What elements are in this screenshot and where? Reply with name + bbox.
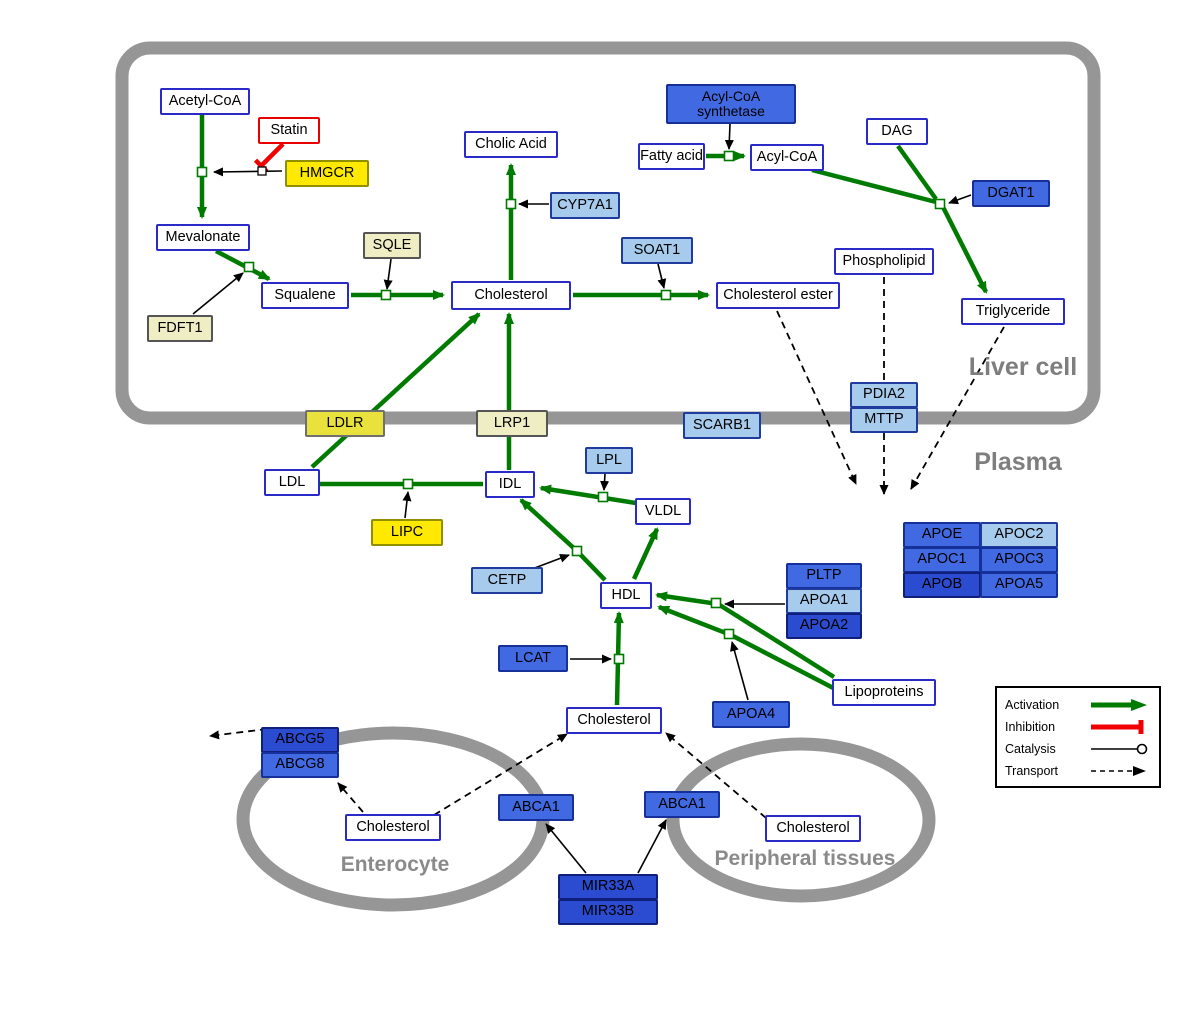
- node-lipc[interactable]: LIPC: [371, 519, 443, 546]
- node-pdia2[interactable]: PDIA2: [850, 382, 918, 408]
- node-lpl[interactable]: LPL: [585, 447, 633, 474]
- node-lrp1[interactable]: LRP1: [476, 410, 548, 437]
- node-apoc2[interactable]: APOC2: [980, 522, 1058, 548]
- node-cholesterol-liver[interactable]: Cholesterol: [451, 281, 571, 310]
- node-acyl-coa-synthetase[interactable]: Acyl-CoA synthetase: [666, 84, 796, 124]
- node-abca1-left[interactable]: ABCA1: [498, 794, 574, 821]
- node-cyp7a1[interactable]: CYP7A1: [550, 192, 620, 219]
- peripheral-tissues-membrane: [666, 737, 936, 903]
- node-cholesterol-plasma[interactable]: Cholesterol: [566, 707, 662, 734]
- node-apoa5[interactable]: APOA5: [980, 572, 1058, 598]
- node-cholic-acid[interactable]: Cholic Acid: [464, 131, 558, 158]
- node-pltp[interactable]: PLTP: [786, 563, 862, 589]
- node-cholesterol-peripheral[interactable]: Cholesterol: [765, 815, 861, 842]
- node-squalene[interactable]: Squalene: [261, 282, 349, 309]
- node-fatty-acid[interactable]: Fatty acid: [638, 143, 705, 170]
- node-scarb1[interactable]: SCARB1: [683, 412, 761, 439]
- node-acetyl-coa[interactable]: Acetyl-CoA: [160, 88, 250, 115]
- node-ldl[interactable]: LDL: [264, 469, 320, 496]
- catalysis-circle-icon: [1091, 743, 1148, 755]
- node-mir33a[interactable]: MIR33A: [558, 874, 658, 900]
- node-acyl-coa[interactable]: Acyl-CoA: [750, 144, 824, 171]
- node-apob[interactable]: APOB: [903, 572, 981, 598]
- enterocyte-label: Enterocyte: [340, 853, 450, 876]
- node-hdl[interactable]: HDL: [600, 582, 652, 609]
- node-apoa2[interactable]: APOA2: [786, 613, 862, 639]
- node-mttp[interactable]: MTTP: [850, 407, 918, 433]
- node-soat1[interactable]: SOAT1: [621, 237, 693, 264]
- catalysis-anchor-hmgcr: [257, 166, 267, 176]
- node-apoa4[interactable]: APOA4: [712, 701, 790, 728]
- node-apoc1[interactable]: APOC1: [903, 547, 981, 573]
- legend-activation-label: Activation: [1005, 698, 1060, 712]
- legend-row-inhibition: Inhibition: [1005, 716, 1151, 738]
- node-abca1-right[interactable]: ABCA1: [644, 791, 720, 818]
- node-lcat[interactable]: LCAT: [498, 645, 568, 672]
- node-lipoproteins[interactable]: Lipoproteins: [832, 679, 936, 706]
- node-apoa1[interactable]: APOA1: [786, 588, 862, 614]
- node-apoc3[interactable]: APOC3: [980, 547, 1058, 573]
- peripheral-tissues-label: Peripheral tissues: [714, 847, 896, 870]
- node-fdft1[interactable]: FDFT1: [147, 315, 213, 342]
- node-sqle[interactable]: SQLE: [363, 232, 421, 259]
- transport-dashed-arrow-icon: [1091, 766, 1146, 776]
- legend-row-transport: Transport: [1005, 760, 1151, 782]
- node-cholesterol-ester[interactable]: Cholesterol ester: [716, 282, 840, 309]
- node-abcg8[interactable]: ABCG8: [261, 752, 339, 778]
- node-mir33b[interactable]: MIR33B: [558, 899, 658, 925]
- legend: Activation Inhibition Catalysis Transpor…: [995, 686, 1161, 788]
- liver-cell-membrane: [115, 41, 1101, 425]
- node-idl[interactable]: IDL: [485, 471, 535, 498]
- node-dgat1[interactable]: DGAT1: [972, 180, 1050, 207]
- legend-row-activation: Activation: [1005, 694, 1151, 716]
- inhibition-tbar-icon: [1091, 720, 1144, 734]
- node-mevalonate[interactable]: Mevalonate: [156, 224, 250, 251]
- node-ldlr[interactable]: LDLR: [305, 410, 385, 437]
- node-vldl[interactable]: VLDL: [635, 498, 691, 525]
- node-cholesterol-enterocyte[interactable]: Cholesterol: [345, 814, 441, 841]
- activation-arrow-icon: [1091, 699, 1147, 711]
- reaction-nodes: [196, 150, 946, 665]
- legend-inhibition-label: Inhibition: [1005, 720, 1056, 734]
- node-abcg5[interactable]: ABCG5: [261, 727, 339, 753]
- legend-row-catalysis: Catalysis: [1005, 738, 1151, 760]
- node-triglyceride[interactable]: Triglyceride: [961, 298, 1065, 325]
- node-apoe[interactable]: APOE: [903, 522, 981, 548]
- inhibition-edge-statin: [253, 142, 285, 174]
- legend-transport-label: Transport: [1005, 764, 1059, 778]
- catalysis-edges: [192, 123, 972, 874]
- plasma-label: Plasma: [974, 448, 1062, 476]
- node-dag[interactable]: DAG: [866, 118, 928, 145]
- liver-cell-label: Liver cell: [968, 353, 1078, 381]
- legend-catalysis-label: Catalysis: [1005, 742, 1056, 756]
- node-cetp[interactable]: CETP: [471, 567, 543, 594]
- node-phospholipid[interactable]: Phospholipid: [834, 248, 934, 275]
- node-statin[interactable]: Statin: [258, 117, 320, 144]
- node-hmgcr[interactable]: HMGCR: [285, 160, 369, 187]
